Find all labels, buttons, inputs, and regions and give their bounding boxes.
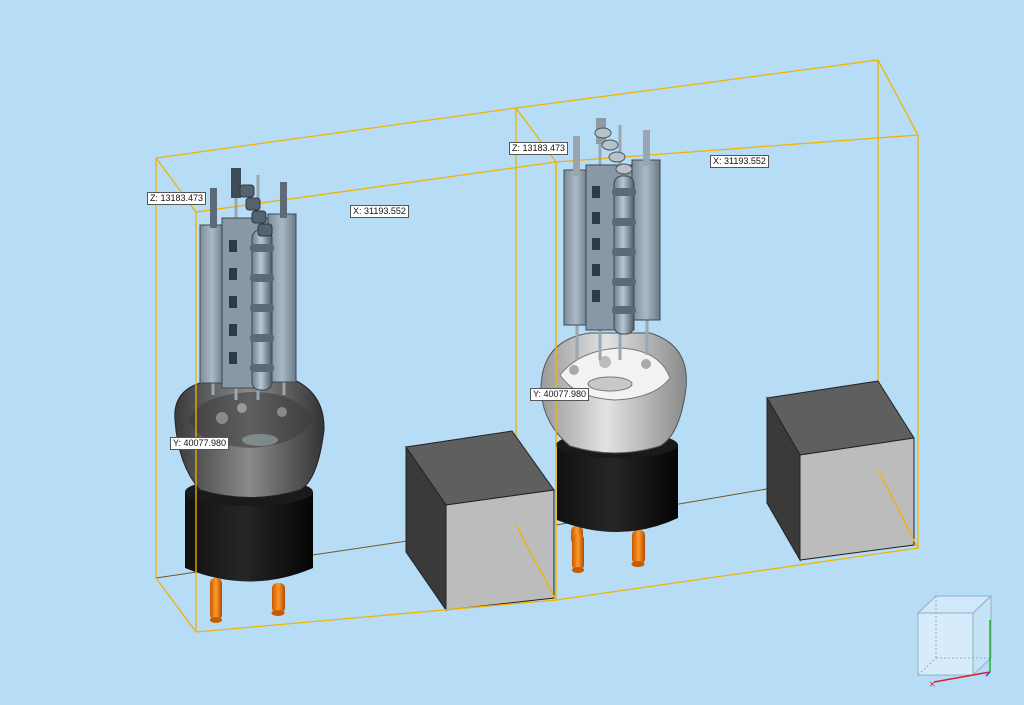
z-axis-line [985,671,991,677]
right-dimension-z-label: Z: 13183.473 [509,142,569,155]
navigation-cube-wireframe [916,594,993,677]
left-dimension-z-label: Z: 13183.473 [147,192,207,205]
right-dimension-x-label: X: 31193.552 [710,155,769,168]
x-axis-marker: ✕ [929,680,936,688]
left-pins [210,578,285,623]
x-axis-line [933,671,991,683]
left-cube [405,430,555,612]
right-model[interactable] [515,59,920,601]
left-dimension-x-label: X: 31193.552 [350,205,409,218]
left-model[interactable] [155,107,558,633]
left-electrode-assembly [199,168,297,391]
right-bbox-front [555,135,919,601]
right-tube-bulb [540,332,687,454]
left-dimension-y-label: Y: 40077.980 [170,437,230,450]
navigation-cube[interactable]: ✕ [912,588,998,688]
right-pins [571,526,645,573]
left-tube-bulb [174,377,325,498]
right-electrode-assembly [563,118,661,335]
right-dimension-y-label: Y: 40077.980 [530,388,590,401]
right-cube [766,380,915,562]
axis-triad [933,620,991,683]
